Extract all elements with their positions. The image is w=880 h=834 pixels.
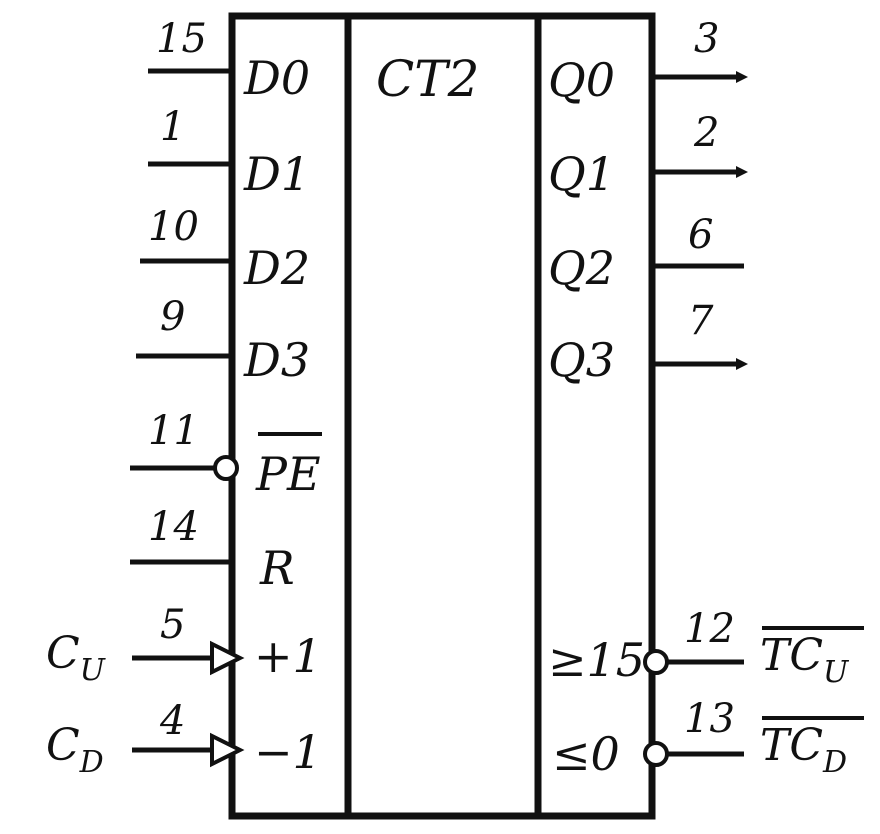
input-r: 14 R [130,504,295,595]
output-q3-arrow-icon [736,358,748,370]
input-count-down-clock-triangle [210,732,245,768]
input-count-up-clock-triangle [210,640,245,676]
input-count-down-label: −1 [254,725,322,779]
output-tcu-inversion-bubble [643,649,669,675]
input-d2-pin-number: 10 [148,204,199,250]
output-q3-label: Q3 [548,333,615,387]
chip-outline [228,12,656,820]
output-q0-label: Q0 [548,53,615,107]
input-r-label: R [259,541,295,595]
output-q2: 6 Q2 [548,212,744,295]
input-count-up-external-name: CU [46,628,107,688]
input-d3-pin-number: 9 [160,294,185,340]
output-q3-pin-number: 7 [688,298,714,344]
input-count-down-pin-number: 4 [159,698,185,744]
input-r-pin-number: 14 [148,504,199,550]
output-tcd-label: ≤0 [552,727,620,781]
chip-body: CT2 [228,12,656,820]
output-q0-arrow-icon [736,71,748,83]
output-q1-arrow-icon [736,166,748,178]
input-count-up: 5 +1 CU [46,602,322,688]
input-count-down-external-name: CD [46,720,104,780]
input-d2-label: D2 [243,241,310,295]
input-d3-label: D3 [243,333,310,387]
output-tcu-external-name: TCU [760,630,850,690]
input-count-up-pin-number: 5 [160,602,185,648]
output-tcd-inversion-bubble [643,741,669,767]
input-d0: 15 D0 [148,16,310,105]
output-tcu-label: ≥15 [548,633,645,687]
input-d0-label: D0 [243,51,310,105]
input-d3: 9 D3 [136,294,310,387]
input-count-down: 4 −1 CD [46,698,322,780]
output-terminal-count-up: 12 ≥15 TCU [548,606,864,690]
chip-title: CT2 [376,50,479,108]
output-q2-pin-number: 6 [688,212,713,258]
output-tcd-pin-number: 13 [684,696,735,742]
input-d0-pin-number: 15 [156,16,207,62]
output-terminal-count-down: 13 ≤0 TCD [552,696,864,781]
output-q0-pin-number: 3 [694,16,719,62]
output-q3: 7 Q3 [548,298,748,387]
input-d1-label: D1 [243,147,310,201]
input-pe-inversion-bubble [213,455,239,481]
input-d1-pin-number: 1 [160,104,185,150]
output-q0: 3 Q0 [548,16,748,107]
output-q1: 2 Q1 [548,110,748,201]
output-tcd-external-name: TCD [760,720,847,780]
output-tcu-pin-number: 12 [684,606,735,652]
input-d2: 10 D2 [140,204,310,295]
output-q2-label: Q2 [548,241,615,295]
input-count-up-label: +1 [254,629,322,683]
input-pe-label: PE [255,447,321,501]
output-q1-pin-number: 2 [693,110,719,156]
output-q1-label: Q1 [548,147,615,201]
input-pe-pin-number: 11 [148,408,199,454]
input-d1: 1 D1 [148,104,310,201]
input-pe: 11 PE [130,408,322,501]
